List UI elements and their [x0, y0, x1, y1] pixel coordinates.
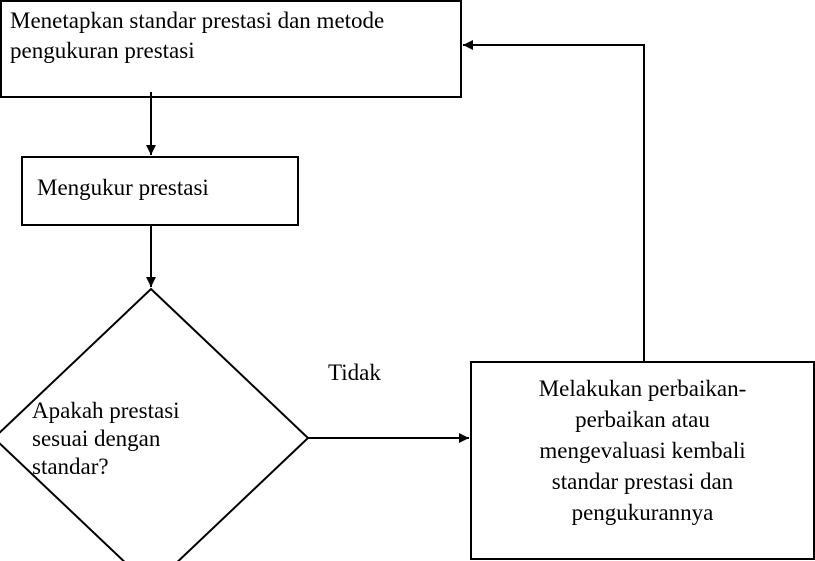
box-set-standards-text-2: pengukuran prestasi	[10, 38, 195, 63]
box-corrective-action-text-3: mengevaluasi kembali	[539, 438, 746, 463]
decision-text-1: Apakah prestasi	[32, 398, 180, 423]
box-corrective-action-text-1: Melakukan perbaikan-	[538, 376, 747, 401]
box-corrective-action-text-5: pengukurannya	[571, 500, 714, 525]
box-corrective-action-text-2: perbaikan atau	[575, 407, 710, 432]
box-measure-performance-text: Mengukur prestasi	[37, 175, 209, 200]
box-set-standards-text-1: Menetapkan standar prestasi dan metode	[10, 8, 385, 33]
box-corrective-action	[470, 361, 815, 560]
box-corrective-action-text-4: standar prestasi dan	[551, 469, 734, 494]
feedback-line	[463, 40, 645, 362]
edge-label-tidak: Tidak	[328, 360, 381, 385]
decision-text-3: standar?	[32, 454, 109, 479]
decision-text-2: sesuai dengan	[32, 426, 161, 451]
decision-diamond	[0, 287, 310, 561]
box-measure-performance	[21, 156, 299, 226]
box-set-standards	[0, 0, 462, 98]
